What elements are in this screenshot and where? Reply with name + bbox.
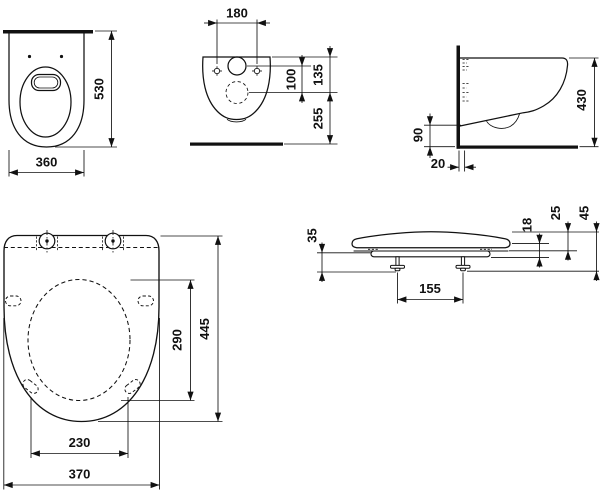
bumper-upper-left <box>5 295 22 307</box>
dimension-35: 35 <box>305 228 396 282</box>
view-wc-rear: 180 100 135 255 <box>190 6 338 146</box>
bumper-lower-left <box>22 379 39 394</box>
dimension-360-label: 360 <box>36 155 58 170</box>
view-seat-side: 155 35 18 25 45 <box>305 206 600 304</box>
dimension-290-label: 290 <box>170 329 185 351</box>
dimension-35-label: 35 <box>305 228 320 242</box>
fixing-hole-right <box>252 66 262 76</box>
water-inlet <box>227 56 247 76</box>
base-lip <box>226 118 247 123</box>
dimension-430: 430 <box>569 57 599 148</box>
floor-line-side <box>456 145 578 149</box>
dimension-155: 155 <box>397 272 464 304</box>
dimension-155-label: 155 <box>419 281 441 296</box>
bumper-lower-right <box>124 379 141 394</box>
dimension-90-label: 90 <box>411 128 426 142</box>
dimension-25-label: 25 <box>548 206 563 220</box>
seat-lid-profile <box>351 231 511 249</box>
dimension-100-label: 100 <box>284 69 299 91</box>
view-seat-top: 445 290 230 370 <box>3 230 223 490</box>
dimension-18-25-45: 18 25 45 <box>467 206 600 281</box>
seat-ring-underside <box>370 250 491 258</box>
dimension-530-label: 530 <box>92 78 107 100</box>
view-wc-plan: 530 360 <box>3 30 117 177</box>
fixing-hole-left <box>212 66 222 76</box>
seat-lid-outline <box>3 234 160 423</box>
dimension-135-label: 135 <box>311 64 326 86</box>
dimension-230-label: 230 <box>69 435 91 450</box>
dimension-370-label: 370 <box>69 467 91 482</box>
dimension-20: 20 <box>431 150 476 172</box>
dimension-230: 230 <box>30 397 129 458</box>
trapway-curve <box>486 113 521 129</box>
wall-line <box>3 30 93 34</box>
view-wc-side: 430 90 20 <box>411 45 599 172</box>
damper-pin-right <box>455 256 471 272</box>
dimension-18-label: 18 <box>520 218 535 232</box>
dimension-90: 90 <box>411 113 461 158</box>
dimension-100-135-255: 100 135 255 <box>247 46 338 145</box>
hidden-fixing-marks <box>462 59 469 102</box>
dimension-180-label: 180 <box>226 6 248 21</box>
dimension-360: 360 <box>8 150 85 177</box>
wc-side-outline <box>459 57 569 127</box>
dimension-445-label: 445 <box>197 318 212 340</box>
dimension-180: 180 <box>204 6 270 64</box>
dimension-290: 290 <box>121 279 195 401</box>
dimension-445: 445 <box>98 235 223 422</box>
dimension-20-label: 20 <box>431 156 445 171</box>
fixing-dot-right <box>59 54 64 59</box>
dimension-255-label: 255 <box>311 108 326 130</box>
floor-line <box>190 142 283 146</box>
flush-rim <box>30 73 62 92</box>
dimension-370: 370 <box>3 318 160 490</box>
fixing-dot-left <box>27 54 32 59</box>
flush-rim-inner <box>33 76 59 89</box>
hinge-left <box>38 230 56 253</box>
bumper-upper-right <box>137 295 154 307</box>
dimension-530: 530 <box>55 30 117 148</box>
damper-pin-left <box>390 256 405 272</box>
waste-outlet <box>225 81 249 104</box>
dimension-45-label: 45 <box>577 206 592 220</box>
hinge-right <box>104 230 122 253</box>
dimension-430-label: 430 <box>574 89 589 111</box>
wall-line-side <box>456 45 460 149</box>
seat-opening-hidden <box>27 278 131 402</box>
